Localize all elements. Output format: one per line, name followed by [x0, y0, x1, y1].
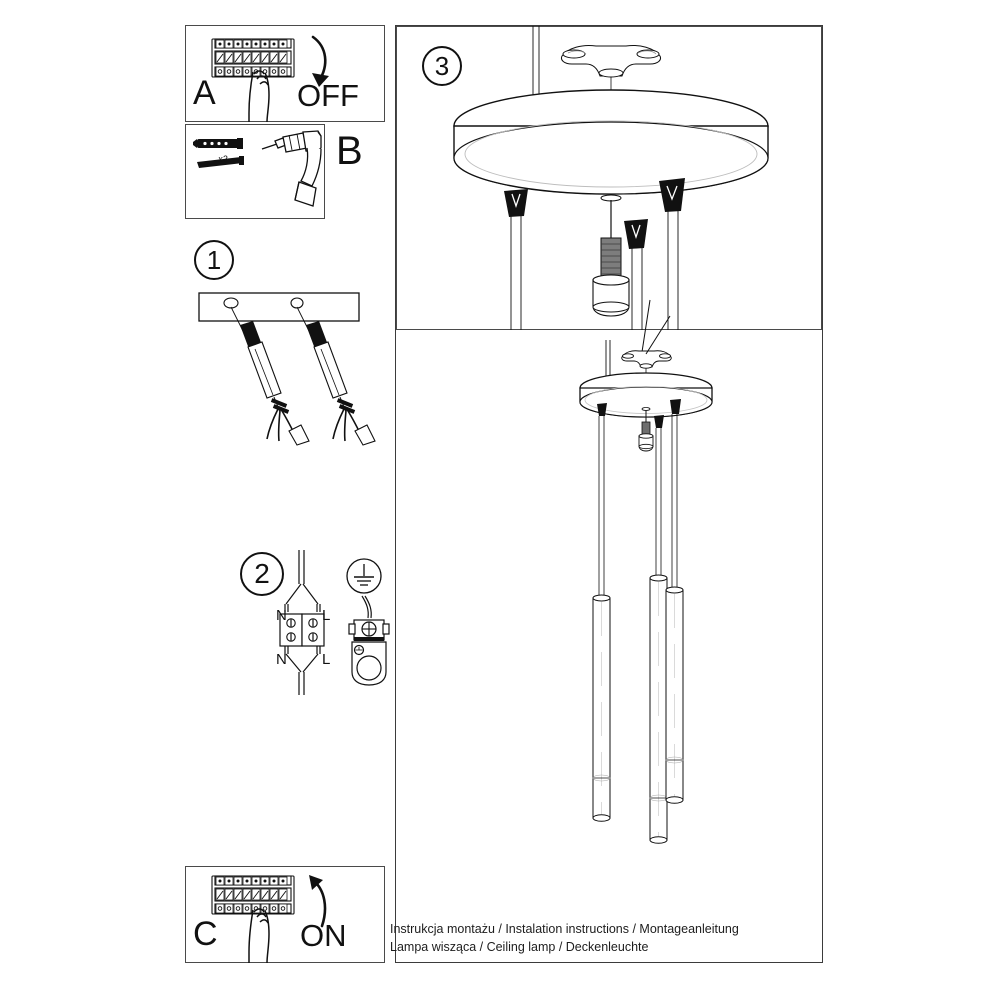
panel-c-graphic — [185, 866, 385, 964]
anchor-assembly-left — [230, 306, 310, 446]
step-3-number: 3 — [434, 50, 450, 81]
cable-cone-middle — [624, 219, 648, 330]
cable-cone-3 — [670, 399, 681, 590]
caption-line-1: Instrukcja montażu / Instalation instruc… — [390, 922, 739, 936]
panel-a-letter: A — [193, 74, 216, 112]
cable-cone-left — [504, 189, 528, 330]
earth-ground-symbol — [346, 558, 382, 594]
pendant-tube-1 — [592, 594, 611, 822]
panel-b-graphic — [185, 124, 385, 219]
threaded-sleeve-main — [638, 407, 654, 452]
anchor-assembly-right — [296, 306, 376, 446]
step-2-number-circle: 2 — [240, 552, 284, 596]
pendant-tube-3 — [665, 586, 684, 804]
main-outer-border — [395, 25, 823, 963]
mounting-bracket — [561, 45, 661, 78]
panel-a-action-word: OFF — [297, 78, 359, 113]
step-1-graphic — [185, 285, 405, 446]
ceiling-bracket-small — [621, 350, 672, 369]
panel-b-letter: B — [336, 129, 363, 173]
cable-cone-right — [659, 178, 685, 330]
cable-cone-2 — [654, 415, 664, 578]
step-1-number-circle: 1 — [194, 240, 234, 280]
wall-plug — [193, 138, 243, 149]
panel-b-quantity-label: x2 — [218, 154, 228, 164]
wire-label-neutral-bottom: N — [276, 651, 287, 668]
panel-c-letter: C — [193, 915, 218, 953]
step-2-number: 2 — [254, 558, 270, 589]
wire-label-neutral-top: N — [276, 607, 287, 624]
wire-label-live-bottom: L — [322, 651, 331, 668]
earth-connection-graphic — [336, 556, 406, 686]
panel-a-graphic — [185, 25, 385, 123]
threaded-sleeve — [592, 194, 630, 317]
step-3-number-circle: 3 — [422, 46, 462, 86]
step-2-graphic — [270, 550, 415, 695]
drill — [261, 130, 322, 207]
panel-c-action-word: ON — [300, 918, 347, 953]
pendant-tube-2 — [649, 574, 668, 844]
step-1-number: 1 — [206, 244, 222, 275]
main-lamp-assembly — [540, 315, 760, 880]
caption-block: Instrukcja montażu / Instalation instruc… — [390, 920, 820, 964]
canopy-disc — [453, 89, 769, 195]
step-3-graphic — [396, 26, 822, 330]
caption-line-2: Lampa wisząca / Ceiling lamp / Deckenleu… — [390, 940, 649, 955]
wire-label-live-top: L — [322, 607, 331, 624]
screw — [197, 156, 244, 168]
detail-leader-line — [600, 299, 720, 380]
cable-cone-1 — [597, 403, 607, 598]
